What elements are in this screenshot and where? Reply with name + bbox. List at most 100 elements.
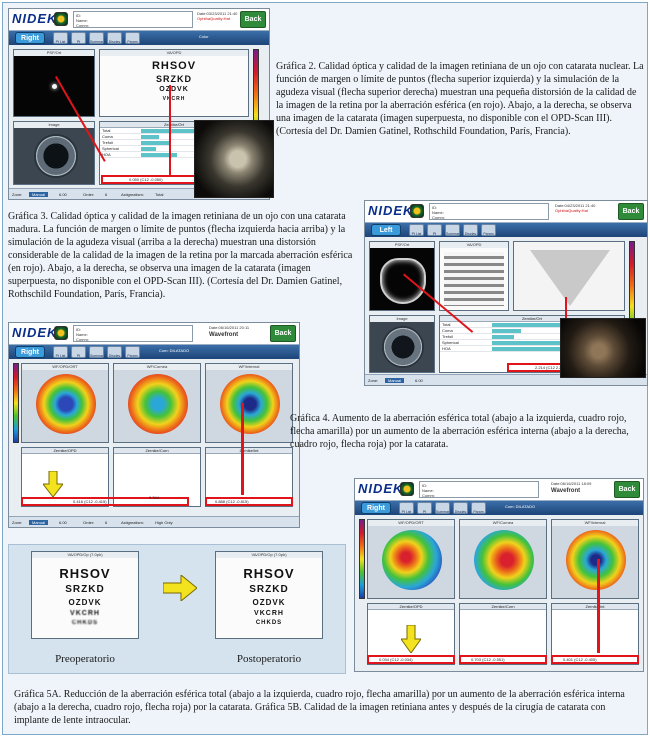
- psf-title: PSF/Ort: [370, 242, 434, 248]
- yellow-arrow-icon: [43, 471, 63, 497]
- pt-exams-button[interactable]: Pt Exams: [427, 224, 442, 236]
- color-scale: [13, 363, 19, 443]
- fig4-toolbar: Right Pt List Pt Exams Summary Display P…: [9, 345, 299, 359]
- back-button[interactable]: Back: [614, 481, 640, 498]
- summary-button[interactable]: Summary: [89, 346, 104, 358]
- zone-label: Zone:: [12, 520, 23, 525]
- pt-exams-button[interactable]: Pt Exams: [417, 502, 432, 514]
- retro-image: Image: [369, 315, 435, 373]
- summary-button[interactable]: Summary: [445, 224, 460, 236]
- zone-select[interactable]: Manual: [29, 520, 49, 525]
- row-bar: [491, 335, 514, 339]
- highlight-value: 0.888 (C12 -0.815): [215, 499, 249, 504]
- astig-value[interactable]: Total: [155, 192, 164, 197]
- param-button[interactable]: Param: [125, 346, 140, 358]
- map-title: WF/Internal: [552, 520, 638, 526]
- row-bar: [141, 129, 216, 133]
- highlight-value: 2.214 (C12 2.214): [535, 365, 568, 370]
- highlight-box: 0.703 (C12 -0.551): [459, 655, 547, 664]
- back-button[interactable]: Back: [270, 325, 296, 342]
- acuity-chart: VA/OPD RHSOV SRZKD OZDVK VKCRH: [99, 49, 249, 117]
- param-button[interactable]: Param: [481, 224, 496, 236]
- name-label: Name:: [432, 210, 444, 215]
- pt-list-button[interactable]: Pt List: [399, 502, 414, 514]
- wavefront-disk: [474, 530, 534, 590]
- astig-label: Astigmatism:: [121, 520, 144, 525]
- row-bar: [141, 135, 160, 139]
- display-button[interactable]: Display: [107, 32, 122, 44]
- order-label: Order:: [83, 192, 95, 197]
- summary-button[interactable]: Summary: [435, 502, 450, 514]
- pt-list-button[interactable]: Pt List: [53, 346, 68, 358]
- eye-left-button[interactable]: Left: [371, 224, 401, 236]
- blur-triangle: [530, 250, 610, 306]
- doctor-text: OphthaQuality:Hat: [197, 16, 230, 21]
- row-bar: [491, 347, 588, 351]
- red-arrow-right: [241, 403, 244, 495]
- image-title: Image: [370, 316, 434, 322]
- color-scale: [359, 519, 365, 599]
- nidek-emblem-icon: [54, 12, 68, 26]
- acuity-row: VKCRH: [162, 96, 186, 102]
- astig-value[interactable]: High Only: [155, 520, 173, 525]
- highlight-box: 0.888 (C12 -0.815): [205, 497, 293, 506]
- row-label: Coma: [442, 328, 453, 333]
- date-text: Date:06/16/2011 20:11: [209, 325, 250, 330]
- highlight-box: 0.050 (C12 -0.050): [101, 175, 197, 184]
- zernike-table: Zernike/Corn: [459, 603, 547, 665]
- name-label: Name:: [422, 488, 434, 493]
- zone-select[interactable]: Manual: [385, 378, 405, 383]
- row-label: Total: [102, 128, 111, 133]
- postop-acuity: VA/OPD/Op (7.0ph) RHSOV SRZKD OZDVK VKCR…: [215, 551, 323, 639]
- highlight-value: 0.050 (C12 -0.050): [129, 177, 163, 182]
- row-label: Coma: [102, 134, 113, 139]
- pt-exams-button[interactable]: Pt Exams: [71, 32, 86, 44]
- psf-blur: [380, 258, 426, 304]
- psf-spot: [52, 84, 57, 89]
- display-button[interactable]: Display: [107, 346, 122, 358]
- date-text: Date:06/16/2011 18:09: [551, 481, 592, 486]
- highlight-value: 0.034 (C12 -0.034): [379, 657, 413, 662]
- diameter-value: 6.00: [59, 520, 67, 525]
- status-bar: Zone: Manual 6.00: [365, 374, 647, 385]
- image-title: Image: [14, 122, 94, 128]
- preop-acuity: VA/OPD/Op (7.0ph) RHSOV SRZKD OZDVK VKCR…: [31, 551, 139, 639]
- pt-exams-button[interactable]: Pt Exams: [71, 346, 86, 358]
- comment-label: Comm:: [432, 215, 445, 220]
- display-button[interactable]: Display: [453, 502, 468, 514]
- param-button[interactable]: Param: [125, 32, 140, 44]
- pt-list-button[interactable]: Pt List: [409, 224, 424, 236]
- summary-button[interactable]: Summary: [89, 32, 104, 44]
- row-bar: [491, 341, 580, 345]
- zernike-table: Zernike/OPD: [21, 447, 109, 507]
- eye-right-button[interactable]: Right: [361, 502, 391, 514]
- fig5b-comparison: VA/OPD/Op (7.0ph) RHSOV SRZKD OZDVK VKCR…: [8, 544, 346, 674]
- zone-label: Zone:: [368, 378, 379, 383]
- eye-right-button[interactable]: Right: [15, 346, 45, 358]
- pupil-image: [382, 326, 424, 368]
- eye-right-button[interactable]: Right: [15, 32, 45, 44]
- wavefront-map: WF/Internal: [551, 519, 639, 599]
- retro-image: Image: [13, 121, 95, 185]
- pt-list-button[interactable]: Pt List: [53, 32, 68, 44]
- highlight-value: 0.401 (C12 -0.405): [563, 657, 597, 662]
- highlight-value: 0.703 (C12 -0.551): [471, 657, 505, 662]
- zone-select[interactable]: Manual: [29, 192, 49, 197]
- patient-id-box: ID: Name: Comm:: [73, 11, 193, 28]
- wavefront-label: Wavefront: [209, 332, 239, 338]
- param-button[interactable]: Param: [471, 502, 486, 514]
- cataract-photo: [560, 318, 646, 378]
- map-title: WF/Cornea: [114, 364, 200, 370]
- back-button[interactable]: Back: [240, 11, 266, 28]
- comment-label: Comm:: [422, 493, 435, 498]
- display-button[interactable]: Display: [463, 224, 478, 236]
- pupil-image: [34, 134, 78, 178]
- wavefront-map: WF/Internal: [205, 363, 293, 443]
- acuity-chart: VA/OPD: [439, 241, 509, 311]
- id-label: ID:: [76, 327, 82, 332]
- psf-map: PSF/Ort: [13, 49, 95, 117]
- table-title: Zernike/Ort: [440, 316, 624, 322]
- comment-label: Comm:: [76, 23, 89, 28]
- back-button[interactable]: Back: [618, 203, 644, 220]
- blurred-letters: [444, 252, 504, 306]
